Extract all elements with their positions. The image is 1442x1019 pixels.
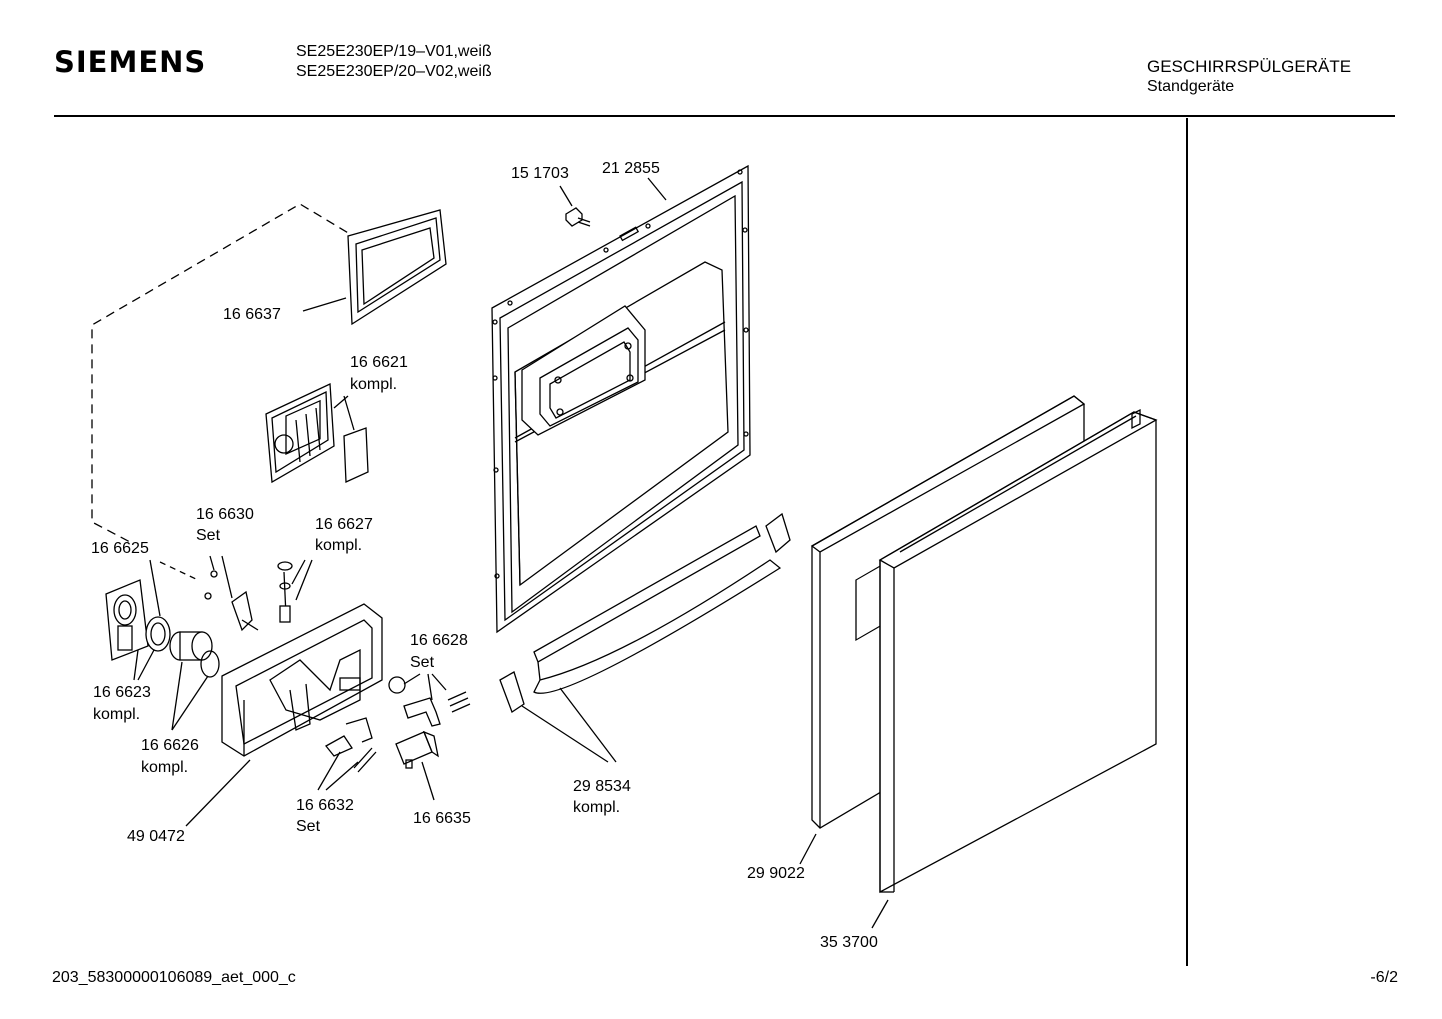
model-line-1: SE25E230EP/19–V01,weiß [296, 43, 492, 60]
part-note: kompl. [350, 376, 397, 393]
part-label: 16 6635 [413, 810, 471, 827]
seal-frame [347, 209, 447, 326]
assembly-dashed-line [91, 203, 361, 543]
spring-set [325, 717, 377, 773]
leader-lines [133, 177, 889, 929]
part-label: 49 0472 [127, 828, 185, 845]
model-line-2: SE25E230EP/20–V02,weiß [296, 63, 492, 80]
switch-part [395, 730, 439, 769]
ball-part [388, 676, 406, 694]
part-note: Set [296, 818, 321, 835]
part-label: 16 6632 [296, 797, 354, 814]
part-label: 16 6625 [91, 540, 149, 557]
part-note: kompl. [93, 706, 140, 723]
part-label: 29 9022 [747, 865, 805, 882]
screw-part [565, 207, 591, 227]
assembly-dashed-line-2 [159, 561, 199, 581]
part-note: kompl. [141, 759, 188, 776]
part-note: Set [410, 654, 435, 671]
page-number: -6/2 [1370, 969, 1398, 986]
hinge-bar [499, 512, 791, 713]
part-label: 16 6637 [223, 306, 281, 323]
part-label: 16 6621 [350, 354, 408, 371]
inner-door-panel [491, 164, 751, 634]
part-label: 16 6627 [315, 516, 373, 533]
knob-part [169, 631, 220, 678]
ring-seal [145, 616, 171, 652]
latch-part [403, 691, 471, 727]
part-label: 16 6623 [93, 684, 151, 701]
pin-assembly [277, 561, 293, 623]
part-note: Set [196, 527, 221, 544]
part-label: 15 1703 [511, 165, 569, 182]
part-labels: 15 1703 21 2855 16 6637 16 6621 kompl. 1… [91, 160, 878, 951]
part-note: kompl. [573, 799, 620, 816]
subcategory-title: Standgeräte [1147, 78, 1235, 95]
document-id: 203_58300000106089_aet_000_c [52, 969, 296, 986]
part-label: 29 8534 [573, 778, 631, 795]
lever-part [204, 570, 259, 632]
part-label: 21 2855 [602, 160, 660, 177]
detergent-cover [265, 383, 369, 484]
brand-logo: SIEMENS [54, 45, 207, 79]
decor-panel [878, 408, 1158, 894]
part-note: kompl. [315, 537, 362, 554]
button-housing [105, 579, 149, 661]
category-title: GESCHIRRSPÜLGERÄTE [1147, 57, 1352, 76]
dispenser-housing [221, 603, 383, 757]
part-label: 16 6628 [410, 632, 468, 649]
part-label: 16 6626 [141, 737, 199, 754]
part-label: 16 6630 [196, 506, 254, 523]
part-label: 35 3700 [820, 934, 878, 951]
